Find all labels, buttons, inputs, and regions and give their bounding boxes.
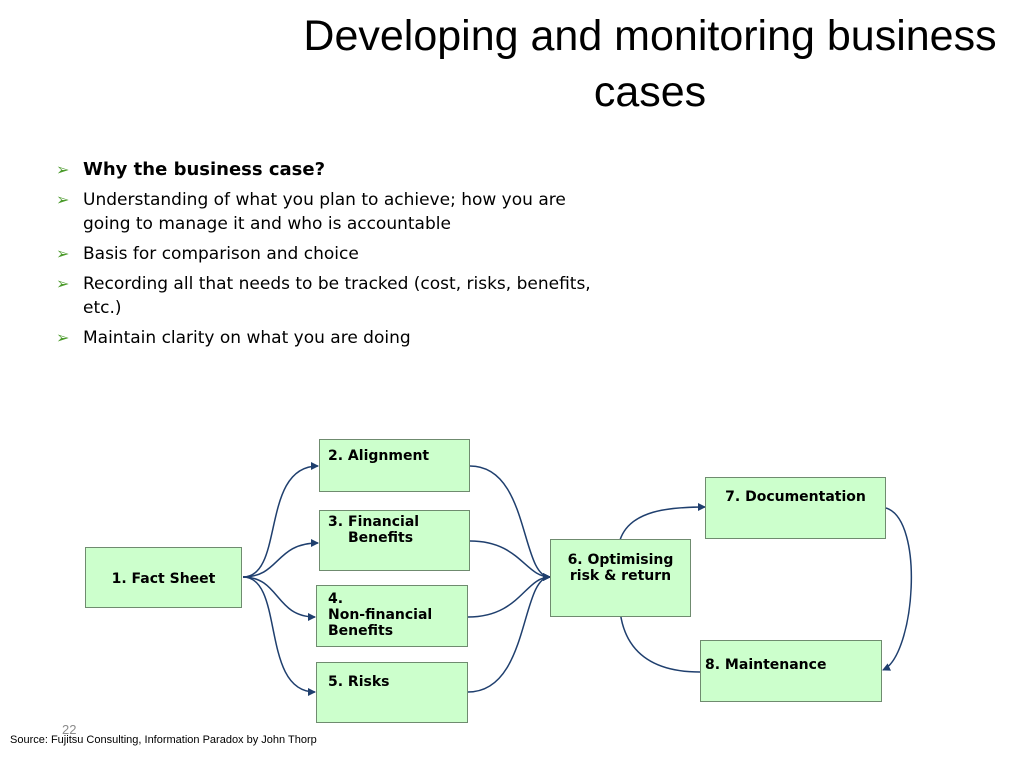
box-alignment-label: 2. Alignment	[328, 448, 430, 464]
arrow-fact-to-risks	[242, 576, 316, 696]
arrow-fact-to-financial	[242, 539, 319, 578]
box-nonfinancial-number: 4.	[328, 591, 344, 607]
right-arrow-bullet-icon: ➢	[56, 244, 70, 263]
arrow-fact-to-alignment	[242, 462, 319, 578]
arrow-optimising-to-documentation	[619, 503, 706, 541]
bullet-text: Recording all that needs to be tracked (…	[83, 274, 591, 318]
bullet-text: Maintain clarity on what you are doing	[83, 328, 411, 348]
right-arrow-bullet-icon: ➢	[56, 160, 70, 179]
arrow-nonfinancial-to-optimising	[467, 573, 551, 618]
right-arrow-bullet-icon: ➢	[56, 190, 70, 209]
box-optimising: 6. Optimising risk & return	[550, 539, 691, 617]
box-risks-label: 5. Risks	[328, 674, 390, 690]
bullet-list: ➢ Why the business case? ➢ Understanding o…	[56, 158, 596, 356]
box-maintenance: 8. Maintenance	[700, 640, 882, 702]
box-financial-label: Financial Benefits	[348, 514, 420, 546]
box-maintenance-label: 8. Maintenance	[705, 657, 827, 673]
right-arrow-bullet-icon: ➢	[56, 274, 70, 293]
box-nonfinancial-benefits: 4.Non-financial Benefits	[316, 585, 468, 647]
bullet-text: Basis for comparison and choice	[83, 244, 359, 264]
bullet-item: ➢ Recording all that needs to be tracked …	[56, 272, 596, 320]
box-financial-number: 3.	[328, 514, 344, 530]
bullet-text: Understanding of what you plan to achiev…	[83, 190, 566, 234]
box-documentation: 7. Documentation	[705, 477, 886, 539]
box-nonfinancial-label: Non-financial Benefits	[328, 607, 433, 639]
slide-number: 22	[62, 722, 77, 737]
source-citation: Source: Fujitsu Consulting, Information …	[10, 734, 317, 746]
arrow-risks-to-optimising	[467, 573, 551, 693]
box-optimising-line1: 6. Optimising	[567, 552, 674, 568]
bullet-text: Why the business case?	[83, 159, 326, 180]
bullet-item: ➢ Maintain clarity on what you are doing	[56, 326, 596, 350]
bullet-item: ➢ Understanding of what you plan to achie…	[56, 188, 596, 236]
arrow-documentation-to-maintenance	[882, 507, 913, 671]
box-risks: 5. Risks	[316, 662, 468, 723]
slide-title: Developing and monitoring business cases	[303, 12, 997, 116]
right-arrow-bullet-icon: ➢	[56, 328, 70, 347]
box-documentation-label: 7. Documentation	[725, 489, 866, 505]
box-fact-sheet-label: 1. Fact Sheet	[111, 571, 216, 587]
bullet-item: ➢ Why the business case?	[56, 158, 596, 182]
arrow-financial-to-optimising	[469, 540, 551, 581]
box-fact-sheet: 1. Fact Sheet	[85, 547, 242, 608]
arrow-fact-to-nonfinancial	[242, 576, 316, 621]
box-alignment: 2. Alignment	[319, 439, 470, 492]
bullet-item: ➢ Basis for comparison and choice	[56, 242, 596, 266]
box-optimising-line2: risk & return	[569, 568, 672, 584]
arrow-alignment-to-optimising	[469, 465, 551, 581]
box-financial-benefits: 3.Financial Benefits	[319, 510, 470, 571]
